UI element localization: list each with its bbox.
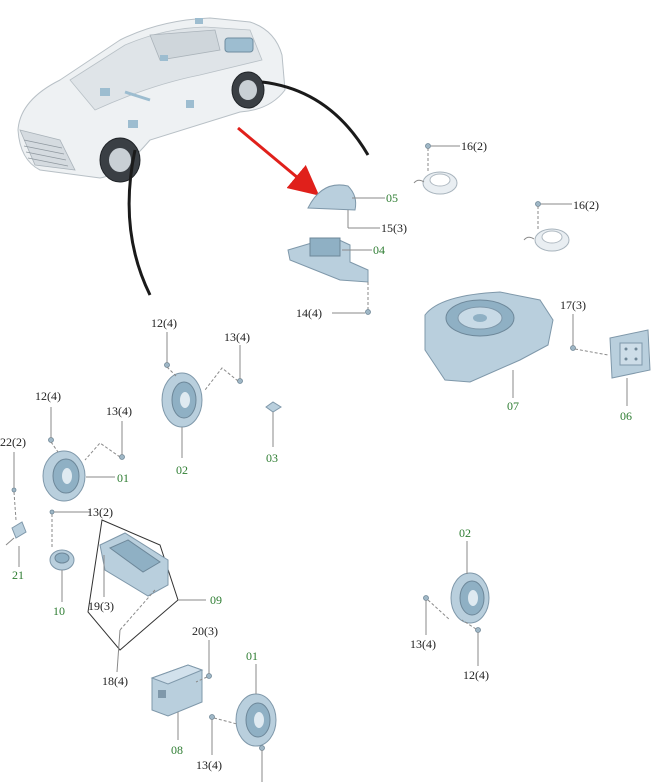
part-01-speaker-upper[interactable] [42, 407, 125, 502]
part-06-amplifier[interactable] [570, 314, 651, 406]
label-qty-12-mid: 12(4) [35, 389, 61, 403]
part-08-control-module[interactable] [150, 640, 212, 740]
label-qty-12-right: 12(4) [463, 668, 489, 682]
label-part-03: 03 [266, 451, 278, 465]
part-02-speaker-upper[interactable] [161, 332, 243, 458]
label-qty-19: 19(3) [88, 599, 114, 613]
part-02-speaker-lower[interactable] [423, 541, 490, 666]
label-part-02-upper: 02 [176, 463, 188, 477]
label-qty-22: 22(2) [0, 435, 26, 449]
label-part-21: 21 [12, 568, 24, 582]
label-qty-13-upper: 13(4) [224, 330, 250, 344]
part-16-tweeter-lower[interactable] [523, 201, 572, 252]
label-part-09: 09 [210, 593, 222, 607]
label-qty-17: 17(3) [560, 298, 586, 312]
part-03-clip[interactable] [265, 401, 282, 447]
label-part-02-lower: 02 [459, 526, 471, 540]
label-qty-13-right: 13(4) [410, 637, 436, 651]
label-part-04: 04 [373, 243, 385, 257]
label-part-07: 07 [507, 399, 519, 413]
part-01-speaker-lower[interactable] [209, 664, 277, 782]
vehicle-illustration [17, 17, 286, 183]
part-07-subwoofer[interactable] [424, 291, 554, 398]
part-05-roof-antenna[interactable] [307, 184, 385, 229]
part-10-tweeter[interactable] [49, 509, 90, 602]
label-qty-16-upper: 16(2) [461, 139, 487, 153]
part-04-antenna-base[interactable] [287, 237, 372, 315]
part-21-microphone[interactable] [5, 452, 27, 567]
highlight-arrow-icon [237, 126, 320, 196]
label-qty-12-upper: 12(4) [151, 316, 177, 330]
label-qty-14: 14(4) [296, 306, 322, 320]
label-part-06: 06 [620, 409, 632, 423]
part-09-head-unit[interactable] [87, 519, 206, 673]
label-part-08: 08 [171, 743, 183, 757]
label-part-01-upper: 01 [117, 471, 129, 485]
label-qty-20: 20(3) [192, 624, 218, 638]
label-qty-13-mid: 13(4) [106, 404, 132, 418]
callout-labels: 05 15(3) 04 14(4) 16(2) 16(2) 17(3) 07 0… [0, 139, 632, 772]
label-qty-18: 18(4) [102, 674, 128, 688]
label-part-05: 05 [386, 191, 398, 205]
part-16-tweeter-upper[interactable] [413, 143, 460, 195]
vehicle-callout-curve-front [127, 149, 152, 296]
label-qty-15: 15(3) [381, 221, 407, 235]
label-part-10: 10 [53, 604, 65, 618]
label-qty-16-lower: 16(2) [573, 198, 599, 212]
label-qty-13-2: 13(2) [87, 505, 113, 519]
label-part-01-lower: 01 [246, 649, 258, 663]
vehicle-callout-curve-rear [261, 80, 370, 156]
label-qty-13-lower: 13(4) [196, 758, 222, 772]
